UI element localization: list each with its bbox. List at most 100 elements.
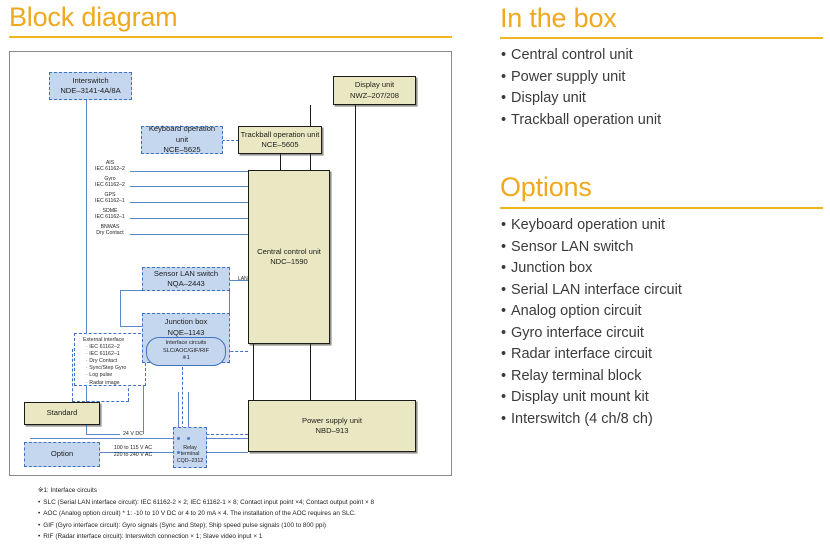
iface-circuits-note-ref: ※1	[182, 355, 190, 362]
block-sensor-lan-switch[interactable]: Sensor LAN switch NQA–2443	[142, 267, 230, 291]
line-ac-to-psu	[206, 452, 248, 453]
footnote-item: AOC (Analog option circuit) * 1: -10 to …	[38, 508, 458, 520]
line-ac-in	[30, 452, 173, 453]
block-interswitch[interactable]: Interswitch NDE–3141-4A/8A	[49, 72, 132, 100]
options-item: Relay terminal block	[500, 366, 682, 388]
line-junction-left-in	[120, 326, 143, 327]
lan-port-label: LAN	[238, 276, 248, 282]
in-the-box-list: Central control unit Power supply unit D…	[500, 45, 661, 131]
line-extiface-left	[72, 349, 73, 401]
in-the-box-item: Display unit	[500, 88, 661, 110]
block-keyboard-line2: NCE–5625	[163, 145, 201, 155]
in-the-box-item: Power supply unit	[500, 67, 661, 89]
line-ccu-to-psu-right	[310, 343, 311, 401]
signal-ais-line2: IEC 61162–2	[95, 166, 125, 173]
block-psu-line2: NBD–913	[315, 426, 349, 435]
line-extiface-bottom	[72, 401, 129, 402]
line-ifacecircuits-to-psu	[182, 434, 248, 435]
external-interface-list: IEC 61162–2 IEC 61162–1 Dry Contact Sync…	[79, 344, 141, 387]
signal-bnwas-line2: Dry Contact	[96, 230, 124, 237]
external-interface-item: IEC 61162–1	[86, 351, 141, 358]
block-diagram-title: Block diagram	[9, 2, 178, 32]
block-display-unit-line1: Display unit	[354, 80, 395, 89]
line-sensorlan-left-down	[120, 290, 121, 326]
block-display-unit[interactable]: Display unit NWZ–207/208	[333, 76, 416, 105]
line-signal-gps	[130, 202, 248, 203]
options-item: Radar interface circuit	[500, 344, 682, 366]
legend-standard: Standard	[24, 402, 100, 425]
block-trackball-line1: Trackball operation unit	[240, 129, 320, 139]
signal-gps-line1: GPS	[104, 192, 116, 198]
block-diagram-canvas: Interswitch NDE–3141-4A/8A Display unit …	[9, 51, 452, 476]
options-item: Sensor LAN switch	[500, 237, 682, 259]
signal-gyro-line2: IEC 61162–2	[95, 182, 125, 189]
line-interswitch-down	[86, 99, 87, 434]
block-interface-circuits[interactable]: Interface circuits SLC/AOC/GIF/RIF ※1	[146, 337, 226, 366]
block-trackball-line2: NCE–5605	[261, 140, 299, 149]
line-sensorlan-to-ccu	[229, 280, 249, 281]
external-interface-item: IEC 61162–2	[86, 344, 141, 351]
block-sensorlan-line2: NQA–2443	[167, 279, 205, 288]
block-ccu-line1: Central control unit	[257, 246, 321, 256]
footnote-list: SLC (Serial LAN interface circuit): IEC …	[38, 497, 458, 543]
external-interface-item: Sync/Step Gyro	[86, 365, 141, 372]
block-interswitch-line1: Interswitch	[72, 75, 109, 85]
signal-sdme-line1: SDME	[102, 208, 118, 214]
external-interface-box: External interface IEC 61162–2 IEC 61162…	[74, 333, 146, 386]
options-item: Gyro interface circuit	[500, 323, 682, 345]
footnote-item: RIF (Radar interface circuit): Interswit…	[38, 531, 458, 543]
line-24vdc-in	[30, 438, 173, 439]
power-label-dc: 24 V DC	[122, 431, 144, 437]
block-junction-line1: Junction box	[164, 317, 208, 326]
footnote-item: GIF (Gyro interface circuit): Gyro signa…	[38, 520, 458, 532]
external-interface-heading: External interface	[83, 337, 125, 343]
signal-label-sdme: SDME IEC 61162–1	[90, 208, 130, 220]
in-the-box-item: Central control unit	[500, 45, 661, 67]
block-sensorlan-line1: Sensor LAN switch	[153, 268, 219, 278]
relay-terminal-dot-2	[186, 436, 190, 440]
line-24vdc-to-psu	[206, 438, 248, 439]
block-keyboard-operation-unit[interactable]: Keyboard operation unit NCE–5625	[141, 124, 223, 155]
relay-terminal-dot-3	[176, 450, 180, 454]
options-rule	[500, 207, 823, 209]
block-trackball-operation-unit[interactable]: Trackball operation unit NCE–5605	[238, 126, 322, 154]
block-display-unit-line2: NWZ–207/208	[350, 90, 399, 100]
legend-option: Option	[24, 442, 100, 467]
signal-gyro-line1: Gyro	[104, 176, 116, 182]
iface-circuits-line1: Interface circuits	[165, 340, 207, 347]
line-signal-sdme	[130, 218, 248, 219]
in-the-box-item: Trackball operation unit	[500, 110, 661, 132]
line-ccu-to-psu-left	[253, 343, 254, 401]
line-keyboard-to-trackball	[217, 140, 239, 141]
line-relay-feed-a	[178, 392, 179, 438]
options-item: Keyboard operation unit	[500, 215, 682, 237]
signal-gps-line2: IEC 61162–1	[95, 198, 125, 205]
options-title: Options	[500, 172, 592, 202]
options-item: Display unit mount kit	[500, 387, 682, 409]
in-the-box-rule	[500, 37, 823, 39]
line-signal-bnwas	[130, 234, 248, 235]
signal-bnwas-line1: BNWAS	[100, 224, 120, 230]
diagram-footnotes: ※1: Interface circuits SLC (Serial LAN i…	[38, 485, 458, 543]
signal-label-gyro: Gyro IEC 61162–2	[90, 176, 130, 188]
power-label-ac: 100 to 115 V AC 220 to 240 V AC	[103, 445, 163, 458]
block-relay-terminal[interactable]: Relay terminal CQD–2312	[173, 427, 207, 468]
in-the-box-title: In the box	[500, 3, 617, 33]
options-list: Keyboard operation unit Sensor LAN switc…	[500, 215, 682, 430]
power-label-ac-line1: 100 to 115 V AC	[113, 445, 153, 451]
line-signal-gyro	[130, 186, 248, 187]
block-power-supply-unit[interactable]: Power supply unit NBD–913	[248, 400, 416, 452]
line-sensorlan-right-down	[229, 290, 230, 326]
block-interswitch-line2: NDE–3141-4A/8A	[60, 86, 121, 95]
power-label-ac-line2: 220 to 240 V AC	[113, 451, 153, 458]
block-relay-line2: CQD–2312	[176, 458, 204, 465]
line-interswitch-to-junction-bus	[86, 434, 120, 435]
line-ifacecircuits-down	[182, 367, 183, 434]
signal-ais-line1: AIS	[105, 160, 115, 166]
line-sensorlan-left-stub	[120, 290, 142, 291]
block-central-control-unit[interactable]: Central control unit NDC–1590	[248, 170, 330, 344]
options-item: Analog option circuit	[500, 301, 682, 323]
signal-sdme-line2: IEC 61162–1	[95, 214, 125, 221]
line-trackball-to-ccu	[280, 153, 281, 172]
